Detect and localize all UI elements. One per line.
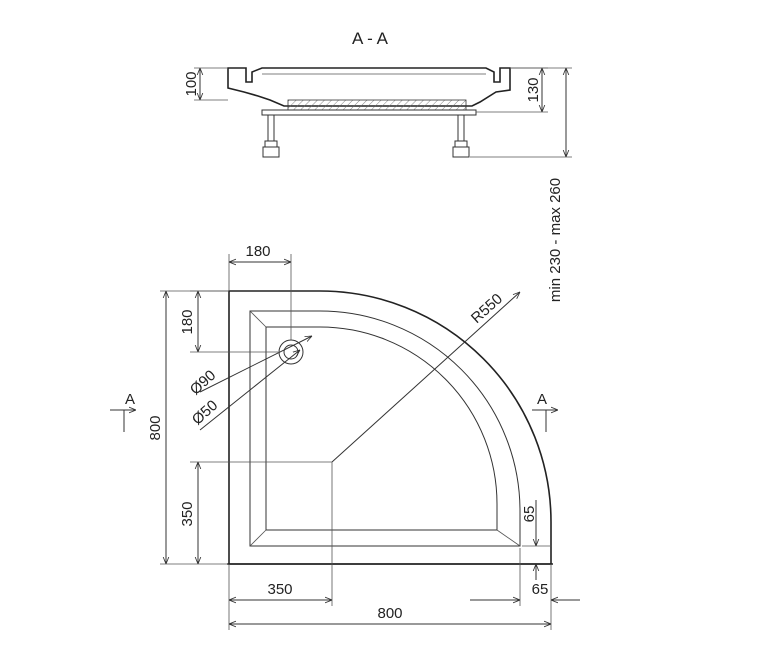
outer-hole-label: Ø90 [187, 367, 219, 399]
dimension-plan-width: 800 [229, 564, 552, 630]
total-height-label: 130 [525, 77, 542, 102]
edge-x-label: 65 [532, 581, 549, 598]
cut-label-left: A [125, 391, 135, 408]
edge-y-label: 65 [521, 506, 538, 523]
drain [278, 339, 304, 365]
drain-x-label: 180 [245, 243, 270, 260]
dimension-straight-y: 350 [179, 461, 332, 564]
section-cut-right: A [532, 391, 558, 432]
tray-section-profile [227, 67, 511, 116]
tray-outer-outline [228, 290, 552, 565]
dimension-edge-y: 65 [521, 500, 552, 580]
straight-y-label: 350 [179, 501, 196, 526]
dimension-plan-height: 800 [147, 290, 228, 565]
dimension-rim-height: 100 [183, 67, 228, 101]
drain-y-label: 180 [179, 309, 196, 334]
dimension-straight-x: 350 [228, 462, 333, 630]
inner-hole-label: Ø50 [189, 397, 221, 429]
section-cut-left: A [110, 391, 136, 432]
tray-basin [265, 326, 498, 531]
plan-width-label: 800 [377, 605, 402, 622]
tray-inner-rim [249, 310, 521, 547]
rim-height-label: 100 [183, 71, 200, 96]
plan-height-label: 800 [147, 415, 164, 440]
dimension-drain-x: 180 [228, 243, 292, 340]
dimension-total-height: 130 [476, 67, 548, 113]
dimension-drain-diameters: Ø90 Ø50 [187, 336, 312, 431]
section-view: A - A 100 [183, 29, 572, 302]
straight-x-label: 350 [267, 581, 292, 598]
dimension-leg-range: min 230 - max 260 [470, 67, 572, 302]
leg-range-label: min 230 - max 260 [547, 178, 564, 302]
plan-view: R550 Ø90 Ø50 180 180 800 [110, 243, 580, 630]
section-title: A - A [352, 29, 389, 48]
cut-label-right: A [537, 391, 547, 408]
tray-legs [262, 114, 470, 158]
dimension-edge-x: 65 [470, 548, 580, 606]
drain-outer-circle [278, 339, 304, 365]
